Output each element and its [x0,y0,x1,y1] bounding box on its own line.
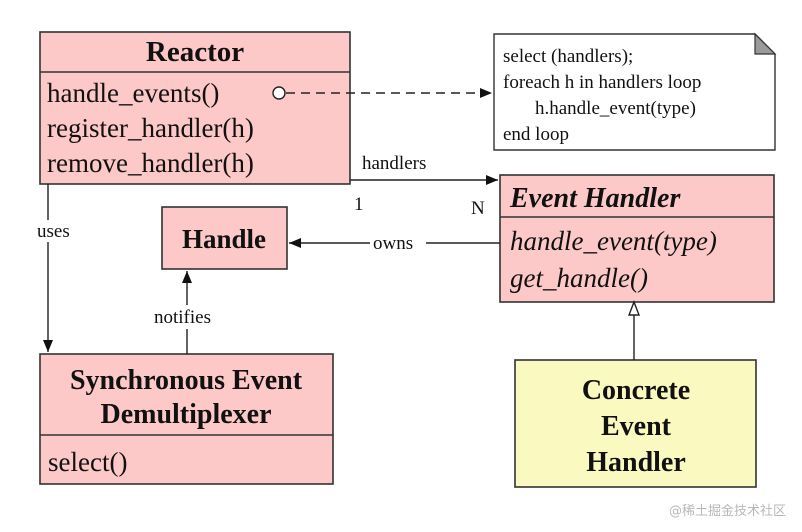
note-line-4: end loop [503,124,569,145]
concrete-event-handler-class: Concrete Event Handler [514,359,757,488]
event-handler-box [499,174,775,303]
uses-label-bg [36,220,86,242]
demux-title-line-1: Synchronous Event [70,365,303,396]
handle-class: Handle [161,206,288,270]
reactor-class: Reactor handle_events() register_handler… [39,31,351,185]
event-handler-method-get-handle: get_handle() [510,263,648,293]
handle-box [161,206,288,270]
reactor-method-remove-handler: remove_handler(h) [47,148,254,178]
note-line-1: select (handlers); [503,46,633,67]
concrete-title-line-2: Event [601,411,672,442]
concrete-event-handler-box [514,359,757,488]
reactor-method-handle-events: handle_events() [47,78,219,108]
notifies-label-bg [150,305,232,329]
note-anchor-circle [272,86,286,100]
demux-box [39,353,334,485]
note-line-2: foreach h in handlers loop [503,72,701,93]
event-handler-method-handle-event: handle_event(type) [510,226,717,256]
demux-method-select: select() [48,447,127,477]
notifies-label: notifies [154,307,211,328]
demux-class: Synchronous Event Demultiplexer select() [39,353,334,485]
event-handler-class: Event Handler handle_event(type) get_han… [499,174,775,303]
demux-title-line-2: Demultiplexer [100,399,271,430]
owns-label: owns [373,233,413,254]
watermark-text: @稀土掘金技术社区 [669,503,786,519]
note-box: select (handlers); foreach h in handlers… [493,32,777,151]
note-fold-corner [754,32,777,55]
handlers-label: handlers [362,153,426,174]
note-line-3: h.handle_event(type) [535,98,696,119]
note-outline [493,33,776,151]
handle-title: Handle [182,224,266,254]
event-handler-title: Event Handler [509,183,681,214]
concrete-title-line-3: Handler [586,447,686,478]
multiplicity-one: 1 [354,194,364,215]
reactor-box [39,31,351,185]
multiplicity-many: N [471,198,485,219]
concrete-title-line-1: Concrete [582,375,690,406]
owns-label-bg [370,232,426,254]
reactor-method-register-handler: register_handler(h) [47,113,254,143]
inheritance-triangle [627,300,641,316]
reactor-title: Reactor [146,36,244,68]
uses-label: uses [37,221,70,242]
